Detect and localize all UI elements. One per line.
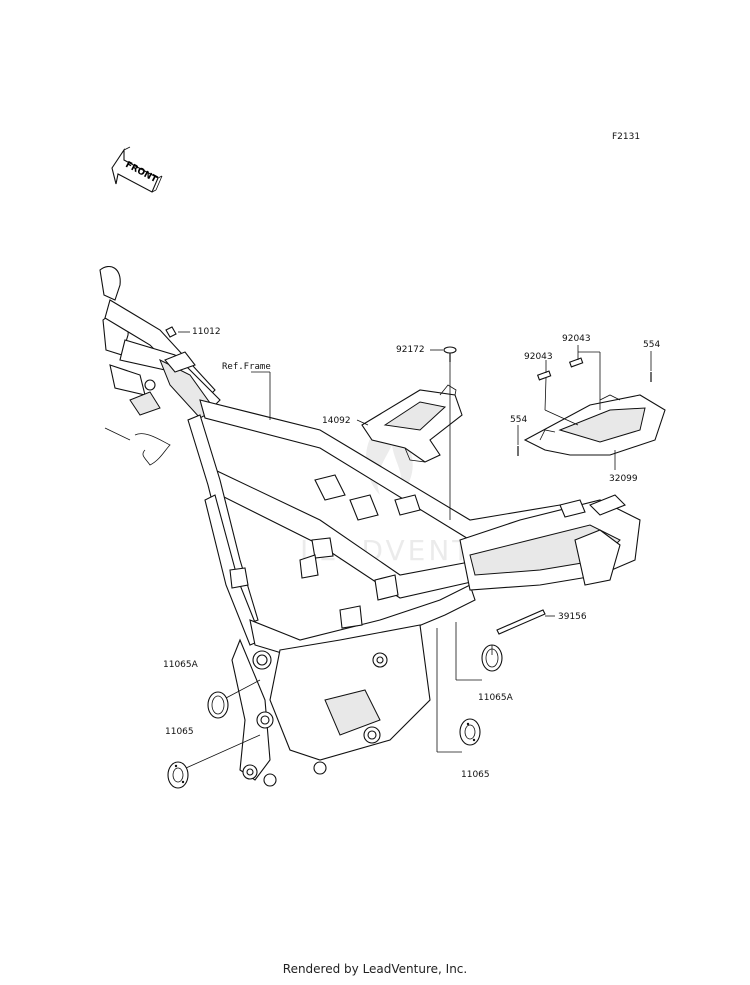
- part-11065-rubbers: [167, 644, 503, 789]
- figure-code: F2131: [612, 132, 641, 142]
- part-label-92043-lower[interactable]: 92043: [524, 352, 553, 362]
- part-92043-collars: [536, 357, 584, 381]
- front-arrow-icon: FRONT: [111, 146, 163, 193]
- footer-credit: Rendered by LeadVenture, Inc.: [282, 962, 468, 976]
- part-label-11065-right[interactable]: 11065: [461, 770, 490, 780]
- part-11012-pin: [165, 326, 177, 338]
- part-label-39156[interactable]: 39156: [558, 612, 587, 622]
- part-label-11065A-right[interactable]: 11065A: [478, 693, 513, 703]
- part-label-92172[interactable]: 92172: [396, 345, 425, 355]
- part-92172-bolt: [443, 346, 457, 362]
- part-39156-strap: [496, 609, 546, 635]
- part-label-11065-left[interactable]: 11065: [165, 727, 194, 737]
- part-554-clips: [517, 372, 652, 456]
- part-label-554-left[interactable]: 554: [510, 415, 528, 425]
- main-frame: [99, 266, 641, 787]
- leader-lines: [178, 331, 652, 769]
- part-label-92043-upper[interactable]: 92043: [562, 334, 591, 344]
- ref-frame-label: Ref.Frame: [222, 362, 271, 372]
- part-label-14092[interactable]: 14092: [322, 416, 351, 426]
- part-14092-bracket: [361, 384, 463, 463]
- part-label-11065A-left[interactable]: 11065A: [163, 660, 198, 670]
- part-label-11012[interactable]: 11012: [192, 327, 221, 337]
- part-32099-cover: [523, 394, 666, 456]
- part-label-32099[interactable]: 32099: [609, 474, 638, 484]
- part-label-554-right[interactable]: 554: [643, 340, 661, 350]
